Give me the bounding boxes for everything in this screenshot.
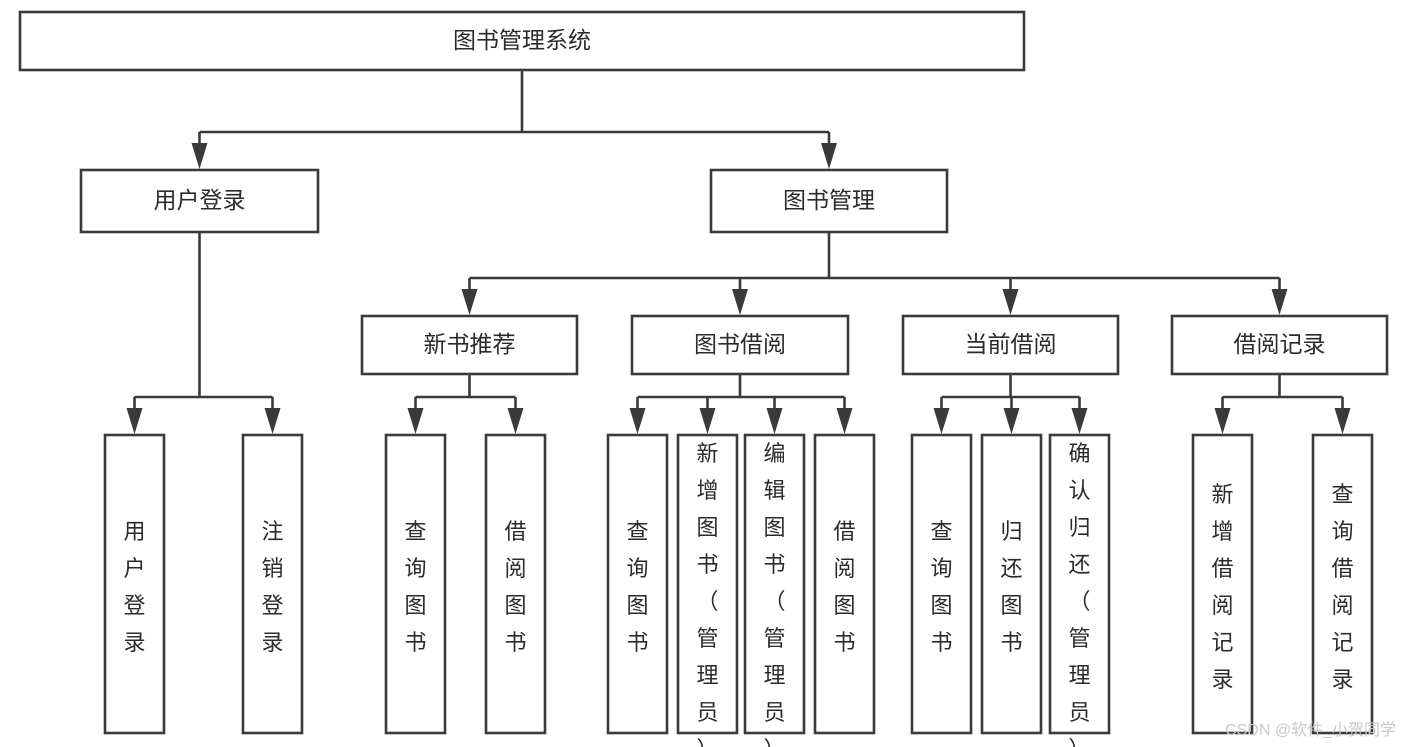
node-label-current-borrow: 当前借阅 [965,331,1057,357]
node-label-leaf-borrow-book-1: 借阅图书 [504,519,526,655]
node-label-leaf-add-record: 新增借阅记录 [1211,482,1233,692]
node-box-leaf-return-book[interactable] [980,433,1043,735]
node-new-book-rec[interactable]: 新书推荐 [360,314,579,376]
node-label-leaf-query-record: 查询借阅记录 [1331,482,1353,692]
node-leaf-edit-book[interactable]: 编辑图书（管理员） [743,433,806,747]
node-book-manage[interactable]: 图书管理 [709,168,949,234]
node-box-leaf-borrow-book-2[interactable] [813,433,876,735]
connector-group-user-login [126,232,281,434]
node-label-leaf-borrow-book-2: 借阅图书 [833,519,855,655]
node-leaf-user-logout[interactable]: 注销登录 [241,433,304,735]
node-leaf-add-book[interactable]: 新增图书（管理员） [676,433,739,747]
node-box-user-login[interactable] [79,168,320,234]
node-leaf-borrow-book-2[interactable]: 借阅图书 [813,433,876,735]
connector-group-borrow-record [1214,374,1351,434]
node-label-book-borrow: 图书借阅 [694,331,786,357]
node-leaf-query-book-1[interactable]: 查询图书 [384,433,447,735]
node-label-leaf-user-logout: 注销登录 [261,519,283,655]
node-box-leaf-query-record[interactable] [1311,433,1374,735]
node-leaf-return-book[interactable]: 归还图书 [980,433,1043,735]
node-label-leaf-query-book-2: 查询图书 [626,519,648,655]
node-leaf-query-record[interactable]: 查询借阅记录 [1311,433,1374,735]
node-leaf-query-book-3[interactable]: 查询图书 [910,433,973,735]
node-box-leaf-borrow-book-1[interactable] [484,433,547,735]
connector-group-current-borrow [933,374,1088,434]
nodes-layer: 图书管理系统用户登录图书管理新书推荐图书借阅当前借阅借阅记录用户登录注销登录查询… [18,10,1389,747]
node-box-leaf-query-book-1[interactable] [384,433,447,735]
node-label-leaf-return-book: 归还图书 [1000,519,1022,655]
node-leaf-query-book-2[interactable]: 查询图书 [606,433,669,735]
node-box-leaf-add-book[interactable] [676,433,739,735]
node-box-leaf-query-book-3[interactable] [910,433,973,735]
node-label-leaf-query-book-1: 查询图书 [404,519,426,655]
node-box-book-manage[interactable] [709,168,949,234]
node-label-new-book-rec: 新书推荐 [424,331,516,357]
node-label-leaf-add-book: 新增图书（管理员） [696,441,718,747]
connector-group-root [191,70,837,169]
node-label-leaf-confirm-return: 确认归还（管理员） [1068,441,1090,747]
node-user-login[interactable]: 用户登录 [79,168,320,234]
node-label-book-manage: 图书管理 [783,187,875,213]
connectors-layer [126,70,1351,434]
node-label-leaf-query-book-3: 查询图书 [930,519,952,655]
node-box-leaf-add-record[interactable] [1191,433,1254,735]
csdn-watermark: CSDN @软件_小贺同学 [1225,721,1396,739]
node-current-borrow[interactable]: 当前借阅 [901,314,1120,376]
node-box-new-book-rec[interactable] [360,314,579,376]
node-box-root[interactable] [18,10,1026,72]
node-label-leaf-edit-book: 编辑图书（管理员） [763,441,785,747]
node-box-book-borrow[interactable] [630,314,850,376]
node-box-leaf-edit-book[interactable] [743,433,806,735]
node-box-leaf-user-login[interactable] [103,433,166,735]
node-box-leaf-confirm-return[interactable] [1048,433,1111,735]
node-leaf-confirm-return[interactable]: 确认归还（管理员） [1048,433,1111,747]
node-leaf-add-record[interactable]: 新增借阅记录 [1191,433,1254,735]
node-leaf-borrow-book-1[interactable]: 借阅图书 [484,433,547,735]
connector-group-new-book-rec [407,374,524,434]
node-box-current-borrow[interactable] [901,314,1120,376]
node-root[interactable]: 图书管理系统 [18,10,1026,72]
connector-group-book-borrow [629,374,853,434]
node-label-borrow-record: 借阅记录 [1234,331,1326,357]
node-box-borrow-record[interactable] [1170,314,1389,376]
node-label-leaf-user-login: 用户登录 [123,519,145,655]
node-borrow-record[interactable]: 借阅记录 [1170,314,1389,376]
node-label-user-login: 用户登录 [154,187,246,213]
node-label-root: 图书管理系统 [453,27,591,53]
node-box-leaf-query-book-2[interactable] [606,433,669,735]
node-book-borrow[interactable]: 图书借阅 [630,314,850,376]
node-leaf-user-login[interactable]: 用户登录 [103,433,166,735]
connector-group-book-manage [461,232,1288,315]
node-box-leaf-user-logout[interactable] [241,433,304,735]
